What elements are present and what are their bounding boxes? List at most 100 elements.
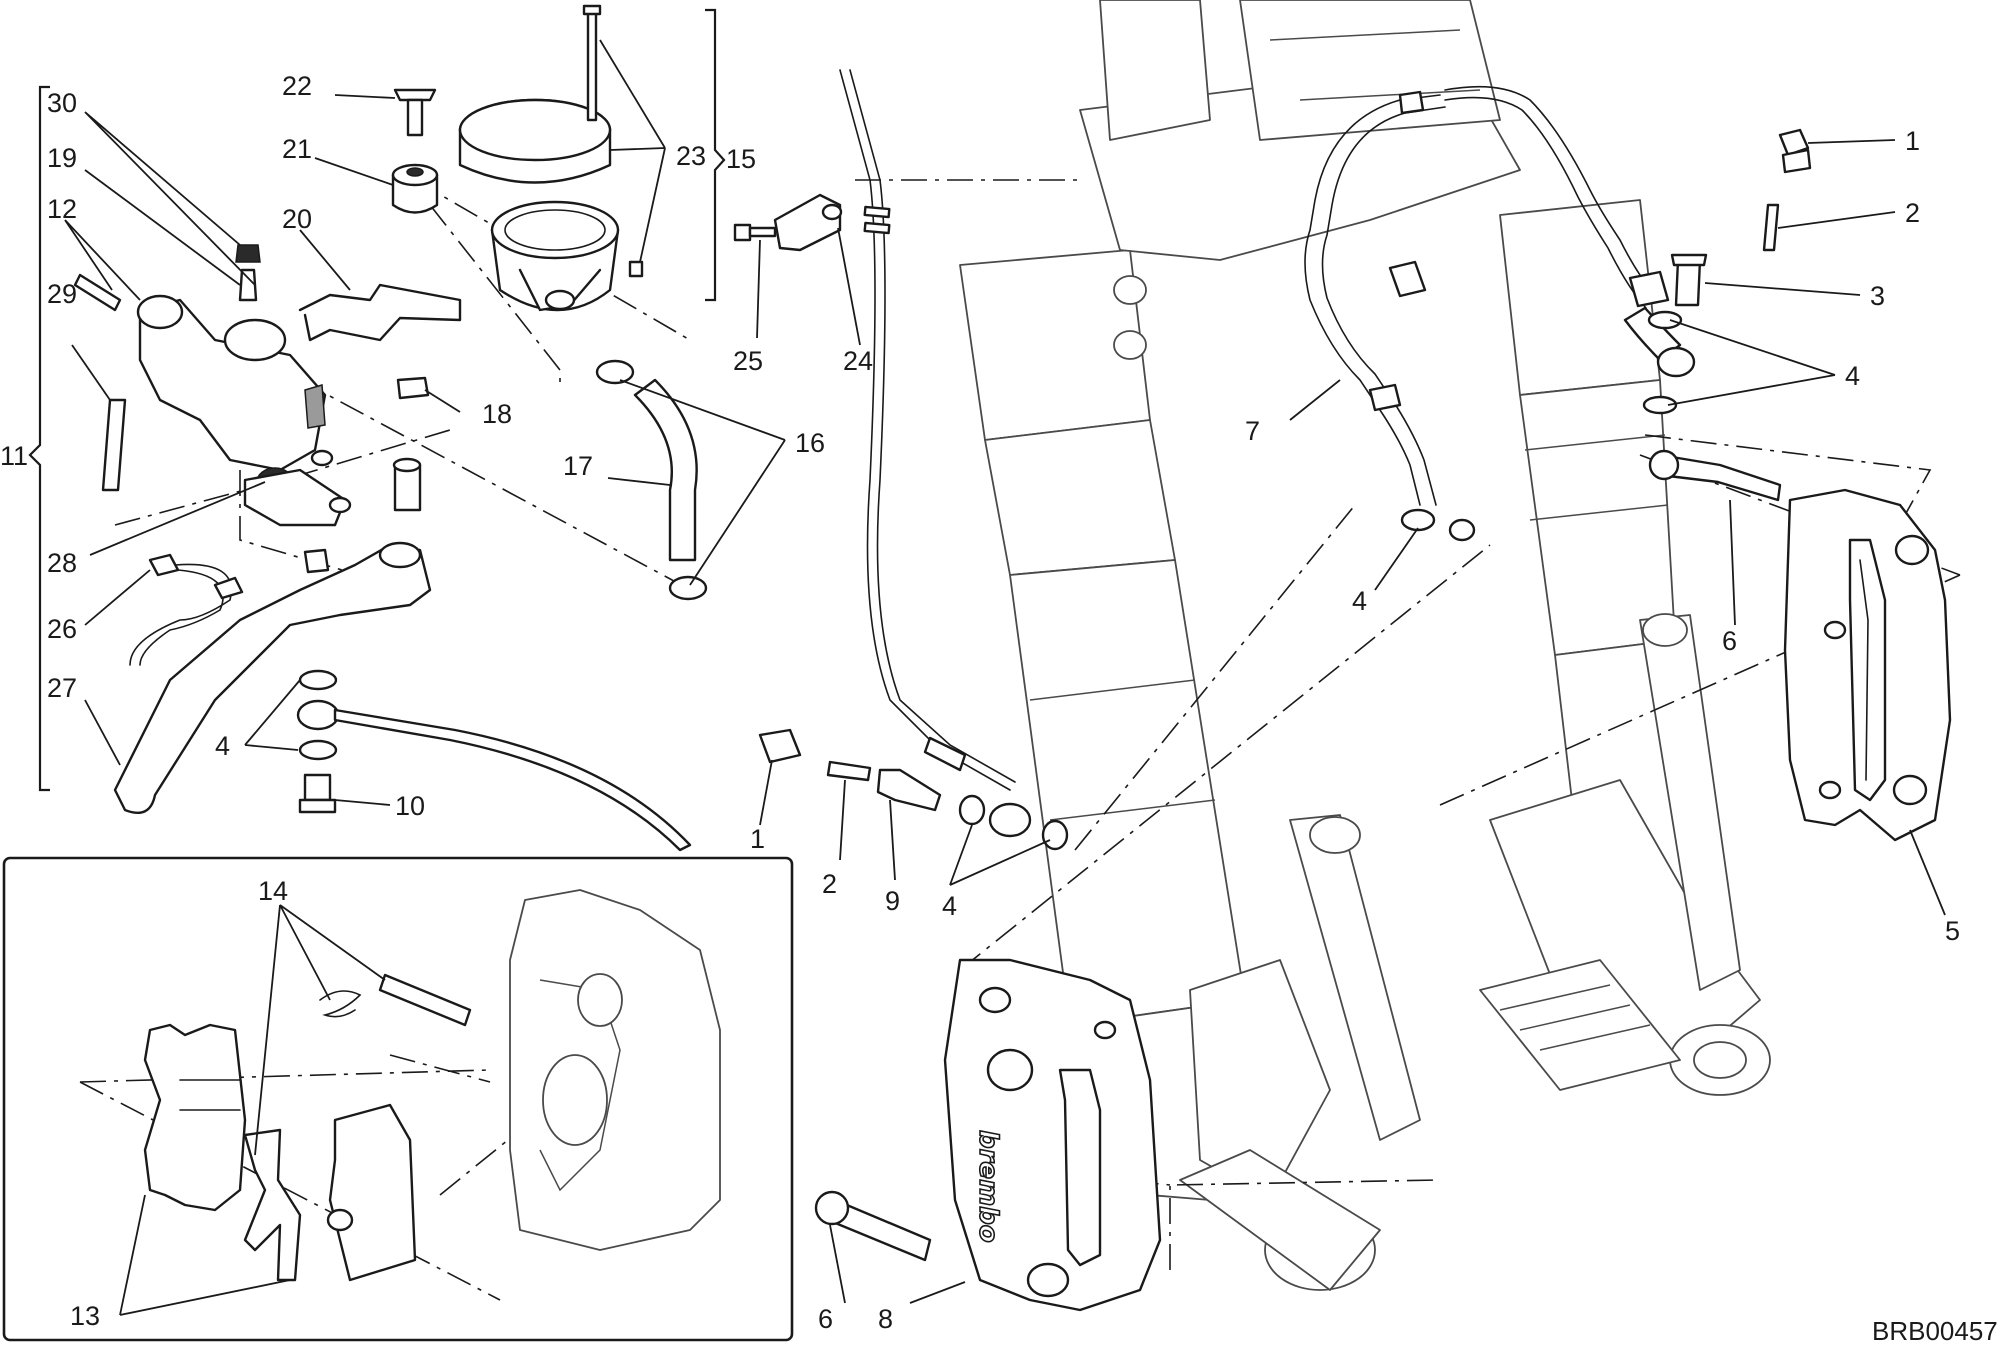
brake-pad-a	[143, 1023, 247, 1212]
reservoir-cap	[458, 98, 612, 184]
callout-19: 19	[47, 143, 77, 173]
washer-left-b	[1041, 819, 1069, 851]
callout-2: 2	[822, 869, 837, 899]
bleeder-cap-30	[235, 244, 261, 263]
lever-pivot	[378, 541, 422, 569]
callout-1: 1	[1905, 126, 1920, 156]
screw-head	[582, 4, 602, 16]
brake-caliper-5	[1783, 488, 1952, 842]
stop-switch-26	[148, 553, 180, 577]
leader-lines	[64, 39, 1946, 1316]
callout-4: 4	[942, 891, 957, 921]
inset-frame	[2, 856, 794, 1342]
callout-9: 9	[885, 886, 900, 916]
callout-1: 1	[750, 824, 765, 854]
callout-4: 4	[1845, 361, 1860, 391]
brake-hose-lever	[333, 708, 692, 852]
screw-25-shank	[748, 226, 777, 238]
bleeder-cap-1-right	[1778, 128, 1810, 157]
callout-6: 6	[818, 1304, 833, 1334]
nut-28	[303, 548, 330, 574]
banjo-left	[988, 802, 1032, 838]
callout-25: 25	[733, 346, 763, 376]
brembo-logo: brembo	[973, 1130, 1003, 1243]
washer-bottom-lever	[298, 739, 338, 761]
callout-13: 13	[70, 1301, 100, 1331]
washer-right-b	[1642, 395, 1678, 415]
callout-10: 10	[395, 791, 425, 821]
callout-26: 26	[47, 614, 77, 644]
callout-17: 17	[563, 451, 593, 481]
brake-pad-b	[328, 1103, 417, 1282]
right-caliper-group	[1400, 128, 1952, 842]
grommet-21	[391, 163, 439, 214]
bleeder-cap-1-left	[758, 728, 802, 764]
pad-pin-14	[378, 973, 472, 1027]
reservoir-clip	[628, 260, 644, 278]
bleeder-19	[238, 268, 258, 302]
master-cylinder-group	[28, 4, 726, 852]
screw-12	[73, 273, 122, 312]
bushing-top	[392, 457, 422, 473]
callout-15: 15	[726, 144, 756, 174]
hose-clamp-top	[595, 359, 635, 385]
brace-15	[705, 8, 726, 302]
pivot-pin-29	[101, 398, 127, 492]
callout-6: 6	[1722, 626, 1737, 656]
screw-22	[393, 88, 437, 102]
callout-23: 23	[676, 141, 706, 171]
callout-24: 24	[843, 346, 873, 376]
washer-top-lever	[298, 669, 338, 691]
banjo-fitting-7	[1400, 508, 1436, 532]
callout-11: 11	[0, 441, 28, 471]
cable-bracket-24	[773, 193, 842, 252]
callout-12: 12	[47, 194, 77, 224]
callout-22: 22	[282, 71, 312, 101]
switch-wire	[129, 563, 233, 666]
washer-right-a	[1647, 310, 1683, 330]
banjo-bolt-3	[1674, 258, 1702, 307]
brake-lever-27	[113, 543, 432, 815]
callout-18: 18	[482, 399, 512, 429]
callout-30: 30	[47, 88, 77, 118]
pad-clip-14	[319, 990, 362, 1018]
callout-4: 4	[1352, 586, 1367, 616]
nut-18	[396, 376, 430, 400]
bleeder-2-right	[1762, 203, 1780, 252]
hose-clamp-bottom	[668, 575, 708, 601]
switch-connector	[213, 576, 244, 600]
brake-fluid-reservoir	[490, 200, 620, 312]
washer-hose-7	[1448, 518, 1476, 542]
left-caliper-group: brembo	[758, 728, 1162, 1312]
screw-22-shank	[406, 98, 424, 137]
banjo-bolt-9	[876, 768, 942, 812]
callout-14: 14	[258, 876, 288, 906]
banjo-lever	[296, 699, 340, 731]
callout-labels: 1 2 3 4 6 5 7 4 1 2 9 4 24 25 22 21 20 2…	[0, 71, 1998, 1346]
reservoir-screw	[586, 8, 598, 122]
callout-27: 27	[47, 673, 77, 703]
banjo-bolt-10	[303, 773, 332, 802]
callout-7: 7	[1245, 416, 1260, 446]
brake-caliper-8: brembo	[943, 958, 1162, 1312]
screw-25	[733, 223, 752, 242]
callout-16: 16	[795, 428, 825, 458]
brake-lines	[733, 69, 1696, 791]
callout-5: 5	[1945, 916, 1960, 946]
brace-11	[28, 85, 50, 792]
drawing-reference: BRB00457	[1872, 1316, 1998, 1346]
hose-17	[633, 378, 698, 562]
brake-hose-7	[1304, 94, 1441, 506]
washer-left-a	[958, 794, 986, 826]
callout-28: 28	[47, 548, 77, 578]
master-cylinder-body	[136, 294, 352, 527]
callout-8: 8	[878, 1304, 893, 1334]
callout-20: 20	[282, 204, 312, 234]
anti-rattle-spring	[243, 1128, 302, 1282]
bleeder-2-left	[826, 760, 872, 782]
callout-21: 21	[282, 134, 312, 164]
bracket-20	[298, 283, 462, 342]
brake-pad-inset	[2, 856, 794, 1342]
callout-4: 4	[215, 731, 230, 761]
